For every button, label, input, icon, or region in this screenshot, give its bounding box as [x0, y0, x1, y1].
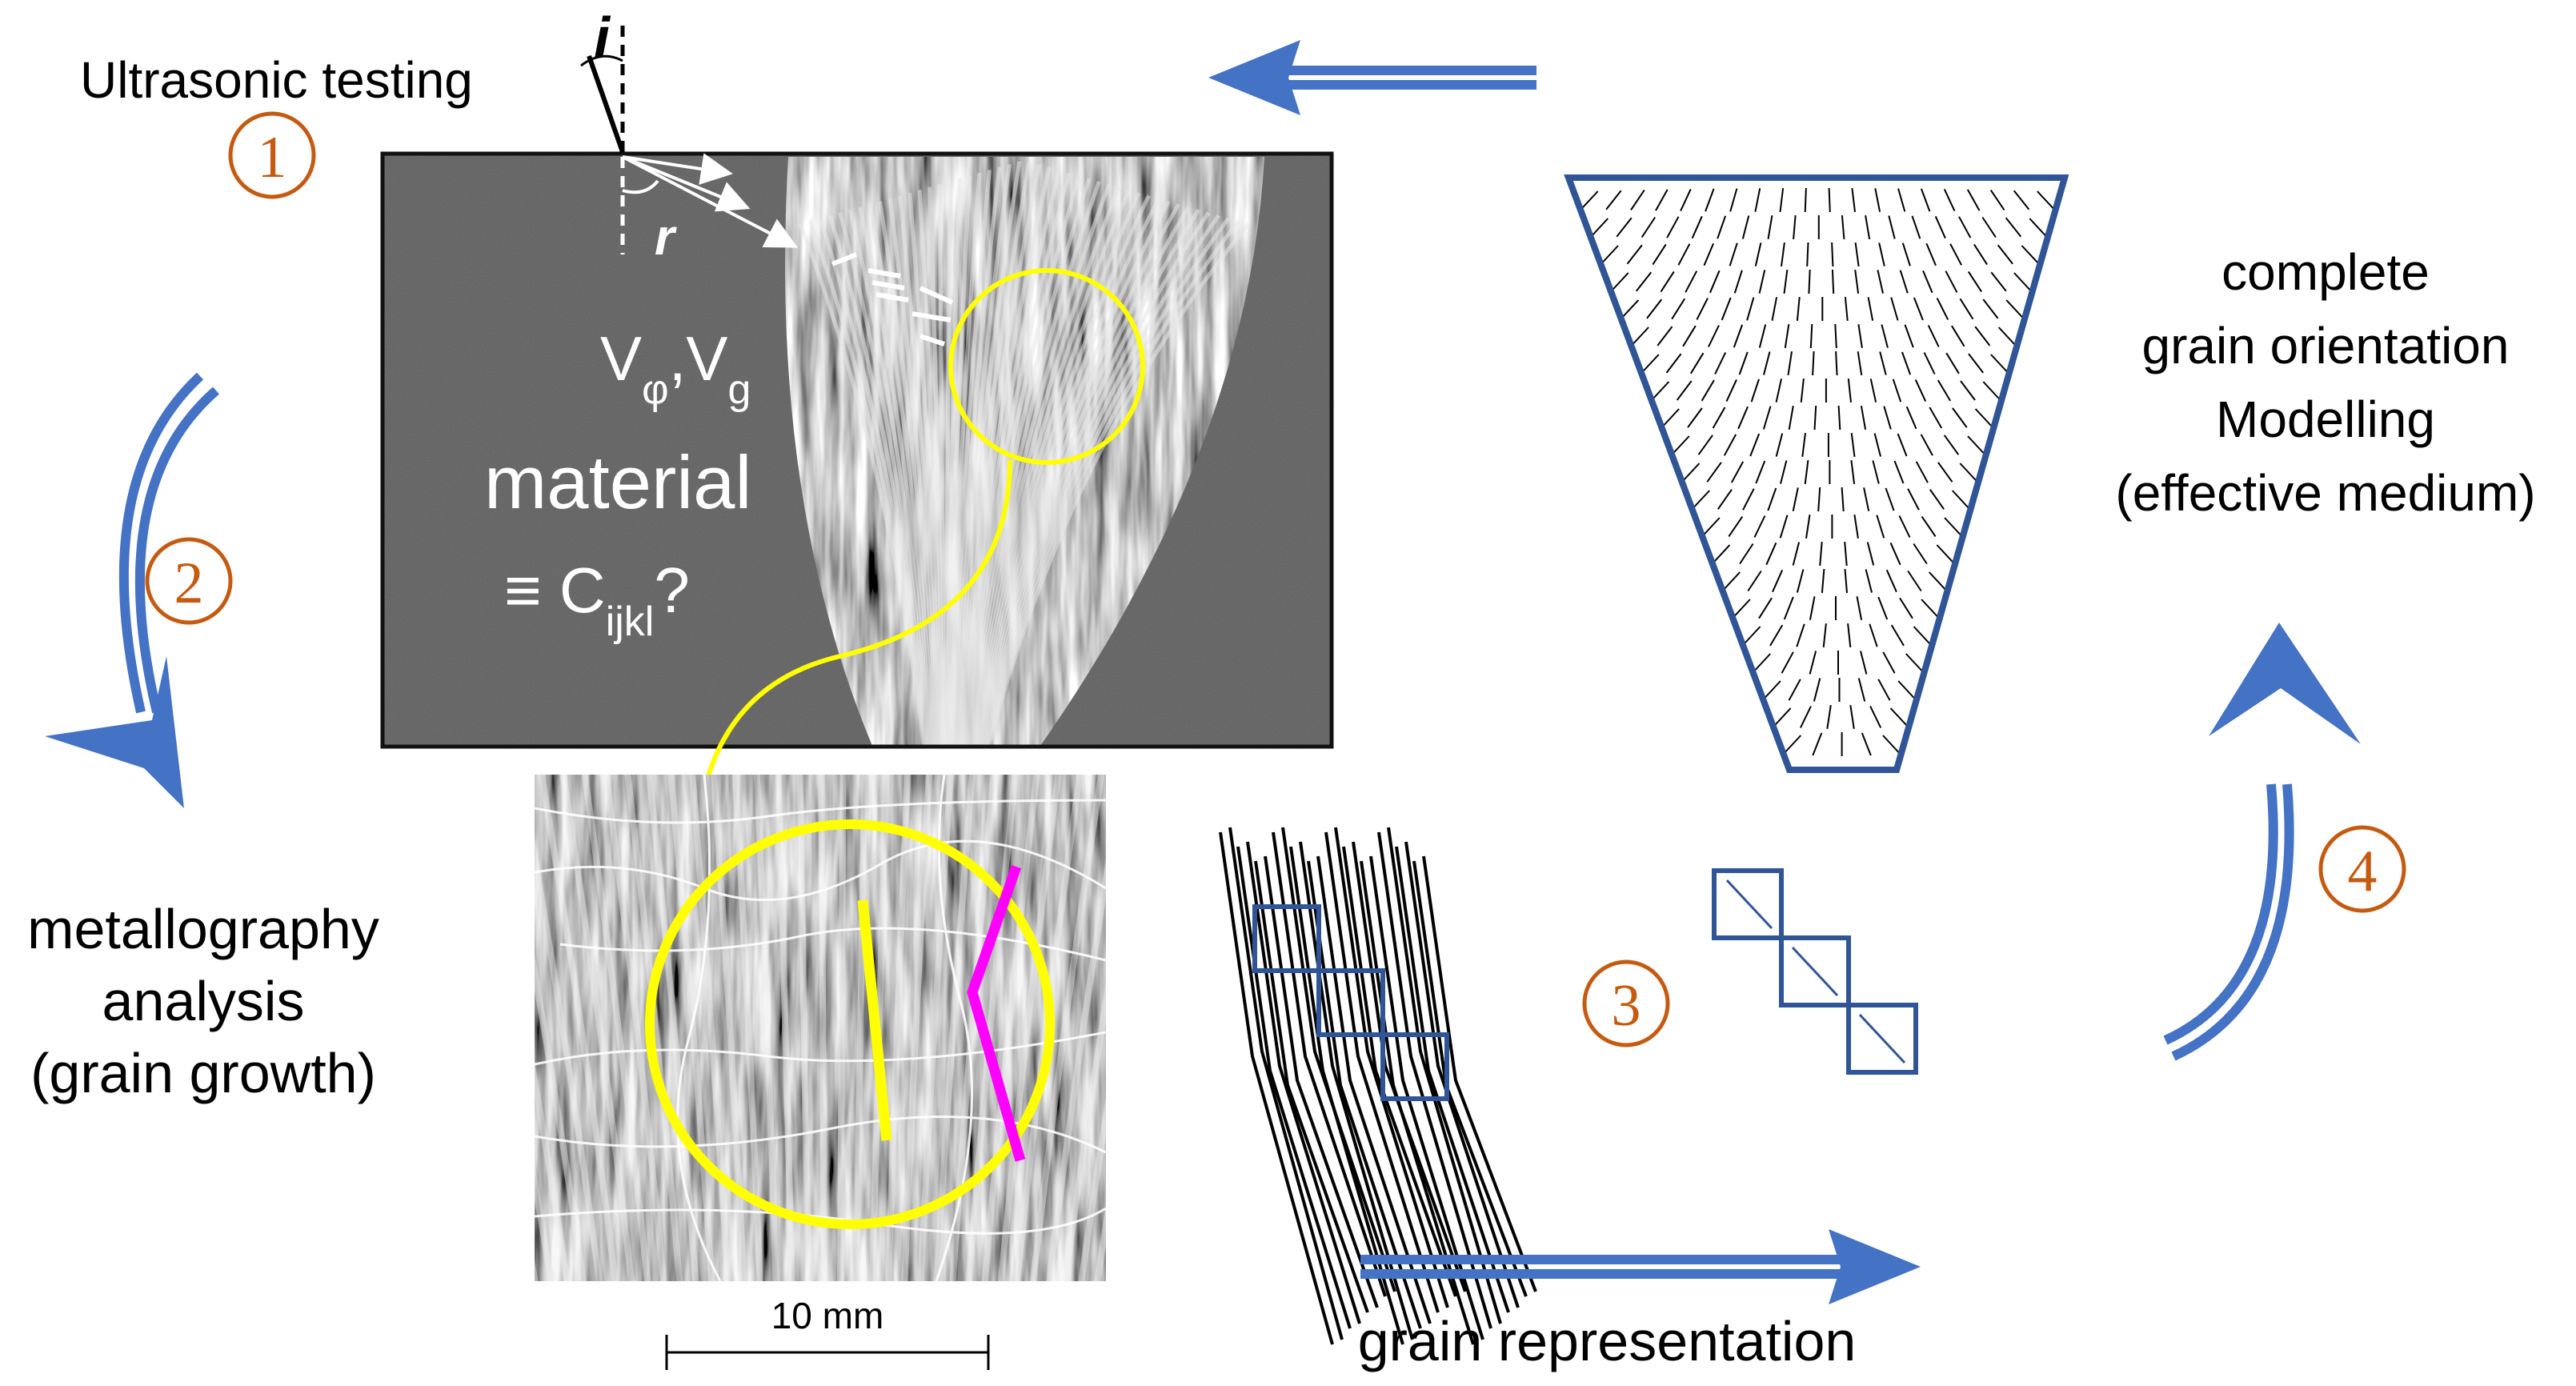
incidence-angle-label: i: [594, 6, 611, 70]
modelling-line1: complete: [2221, 243, 2430, 301]
wave-mode-arrows: [831, 252, 954, 346]
zoom-connector: [694, 459, 1012, 849]
grain-cells-overlay: [1252, 904, 1449, 1101]
weld-macrograph: [380, 151, 1334, 749]
ultrasonic-probe-geometry: i r: [580, 6, 954, 346]
metallography-line1: metallography: [27, 898, 379, 960]
material-label: material: [484, 440, 751, 524]
arrow-step3-right: [1360, 1229, 1921, 1304]
arrow-step3-to-step4: [2163, 623, 2361, 1061]
grain-axis-bent: [967, 864, 1026, 1162]
arrow-step4-to-step1: [1208, 40, 1536, 115]
step-marker-4: 4: [2318, 825, 2406, 913]
grain-cells-model-diagonal: [1725, 879, 1906, 1064]
svg-text:1: 1: [258, 125, 287, 190]
weld-orientation-model: [1564, 174, 2069, 773]
step-marker-2: 2: [145, 537, 233, 625]
scale-bar: 10 mm: [665, 1295, 990, 1370]
grain-axis-straight: [857, 899, 892, 1141]
metallography-line2: analysis: [102, 970, 305, 1032]
svg-text:3: 3: [1612, 973, 1641, 1039]
macro-region-circle: [948, 268, 1145, 465]
velocity-label: Vφ,Vg: [600, 323, 751, 413]
ultrasonic-testing-label: Ultrasonic testing: [80, 51, 473, 109]
micro-region-circle: [645, 819, 1055, 1229]
grain-cells-model: [1712, 868, 1918, 1075]
step-marker-3: 3: [1582, 959, 1670, 1048]
stiffness-label: ≡ Cijkl?: [504, 555, 690, 645]
metallography-line3: (grain growth): [30, 1042, 376, 1104]
modelling-line4: (effective medium): [2115, 464, 2535, 522]
svg-text:4: 4: [2348, 839, 2378, 904]
refraction-angle-label: r: [655, 208, 677, 266]
modelling-line3: Modelling: [2216, 391, 2435, 448]
weld-micrograph: [535, 775, 1106, 1281]
arrow-step1-to-step2: [45, 372, 219, 808]
modelling-line2: grain orientation: [2142, 317, 2510, 375]
grain-representation-label: grain representation: [1358, 1310, 1857, 1372]
svg-text:2: 2: [174, 551, 204, 616]
step-marker-1: 1: [228, 111, 316, 199]
scale-bar-label: 10 mm: [771, 1295, 884, 1336]
